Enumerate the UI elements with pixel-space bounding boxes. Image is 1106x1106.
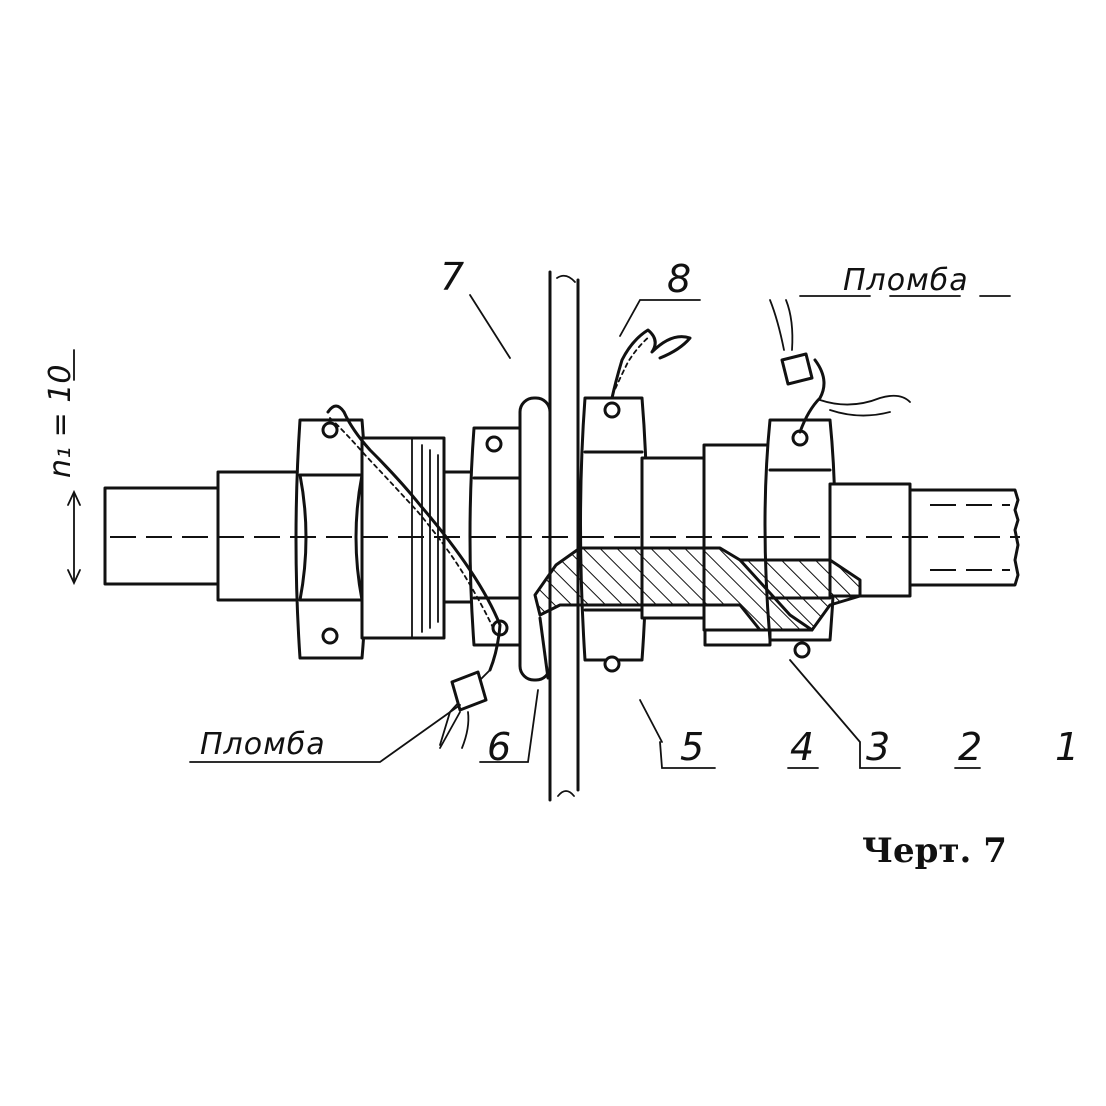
washer (518, 396, 552, 682)
seal-left (439, 670, 488, 749)
right-pipe (903, 488, 1020, 587)
seal-wire-upper (610, 328, 692, 400)
part-4-label: 4 (790, 725, 814, 769)
part-8-label: 8 (667, 257, 691, 301)
dimension-n1: n₁ = 10 (43, 349, 81, 586)
seal-top-label: Пломба (843, 263, 969, 298)
section-cutaway (533, 546, 862, 680)
part-2-label: 2 (958, 725, 982, 769)
part-7-label: 7 (440, 255, 464, 299)
left-hex-nut (294, 418, 369, 660)
fitting-body (579, 396, 772, 673)
part-1-label: 1 (1055, 725, 1079, 769)
part-3-label: 3 (866, 725, 890, 769)
dimension-n1-label: n₁ = 10 (43, 365, 78, 478)
seal-bottom-label: Пломба (200, 727, 326, 762)
leader-lines (189, 294, 1011, 769)
part-6-label: 6 (487, 725, 511, 769)
figure-caption: Черт. 7 (862, 831, 1007, 871)
seal-right (769, 299, 911, 434)
part-5-label: 5 (680, 725, 704, 769)
